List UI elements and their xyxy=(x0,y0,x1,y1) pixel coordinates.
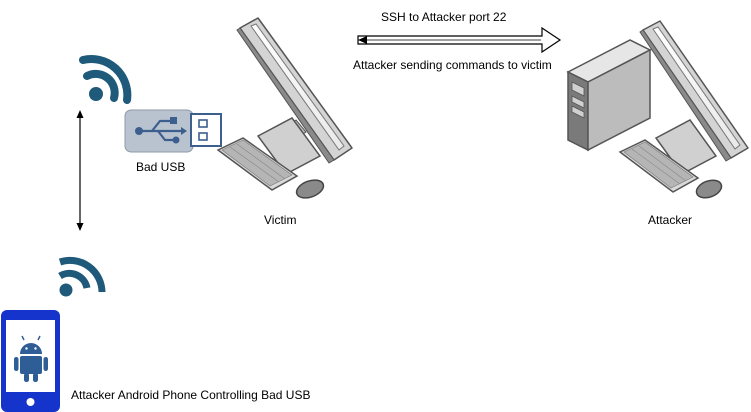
commands-label: Attacker sending commands to victim xyxy=(353,58,552,72)
mouse-icon xyxy=(295,179,325,199)
keyboard-icon xyxy=(618,139,700,193)
phone-label: Attacker Android Phone Controlling Bad U… xyxy=(71,388,311,402)
victim-label: Victim xyxy=(264,213,297,227)
attacker-monitor-icon xyxy=(639,20,749,175)
ssh-label: SSH to Attacker port 22 xyxy=(381,10,507,24)
keyboard-icon xyxy=(216,137,299,191)
wireless-link-arrow xyxy=(76,110,84,231)
wifi-icon xyxy=(79,55,132,104)
usb-drive-icon xyxy=(124,109,222,153)
wifi-icon xyxy=(58,256,106,297)
mouse-icon xyxy=(695,179,723,199)
android-robot-icon xyxy=(14,335,48,382)
bad-usb-label: Bad USB xyxy=(136,160,186,174)
pc-tower-icon xyxy=(566,39,652,152)
ssh-connection-arrow xyxy=(357,26,562,54)
attacker-label: Attacker xyxy=(648,213,693,227)
